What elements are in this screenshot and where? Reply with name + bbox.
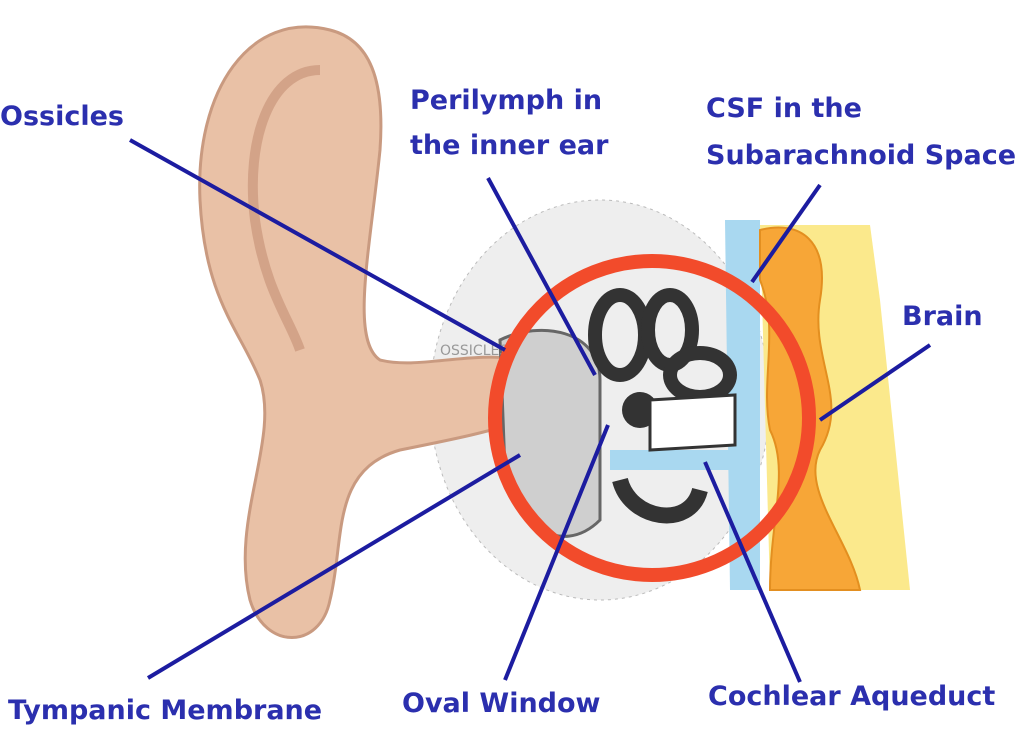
label-csf-line1: CSF in the: [706, 93, 862, 124]
csf-space: [725, 220, 760, 590]
leader-tympanic: [146, 453, 522, 680]
label-oval-window: Oval Window: [402, 688, 601, 719]
label-csf-line2: Subarachnoid Space: [706, 140, 1017, 171]
highlight-circle: [488, 254, 816, 582]
leader-perilymph: [486, 177, 597, 376]
leader-oval-window: [503, 424, 610, 681]
leader-csf: [750, 183, 822, 284]
label-brain: Brain: [902, 301, 983, 332]
label-perilymph-line2: the inner ear: [410, 130, 609, 161]
label-perilymph-line1: Perilymph in: [410, 85, 603, 116]
ossicles-illustration-text: OSSICLES: [440, 343, 508, 359]
outer-ear: [198, 25, 527, 639]
internal-canal: [648, 393, 737, 452]
ear-inner-fold: [247, 65, 321, 352]
leader-ossicles: [129, 138, 506, 352]
label-ossicles: Ossicles: [0, 101, 124, 132]
leader-brain: [818, 343, 932, 422]
leader-cochlear-aqueduct: [703, 461, 802, 683]
label-cochlear-aqueduct: Cochlear Aqueduct: [708, 681, 996, 712]
cochlea: [612, 477, 708, 524]
csf-channel: [610, 450, 740, 470]
label-tympanic-membrane: Tympanic Membrane: [8, 695, 323, 726]
